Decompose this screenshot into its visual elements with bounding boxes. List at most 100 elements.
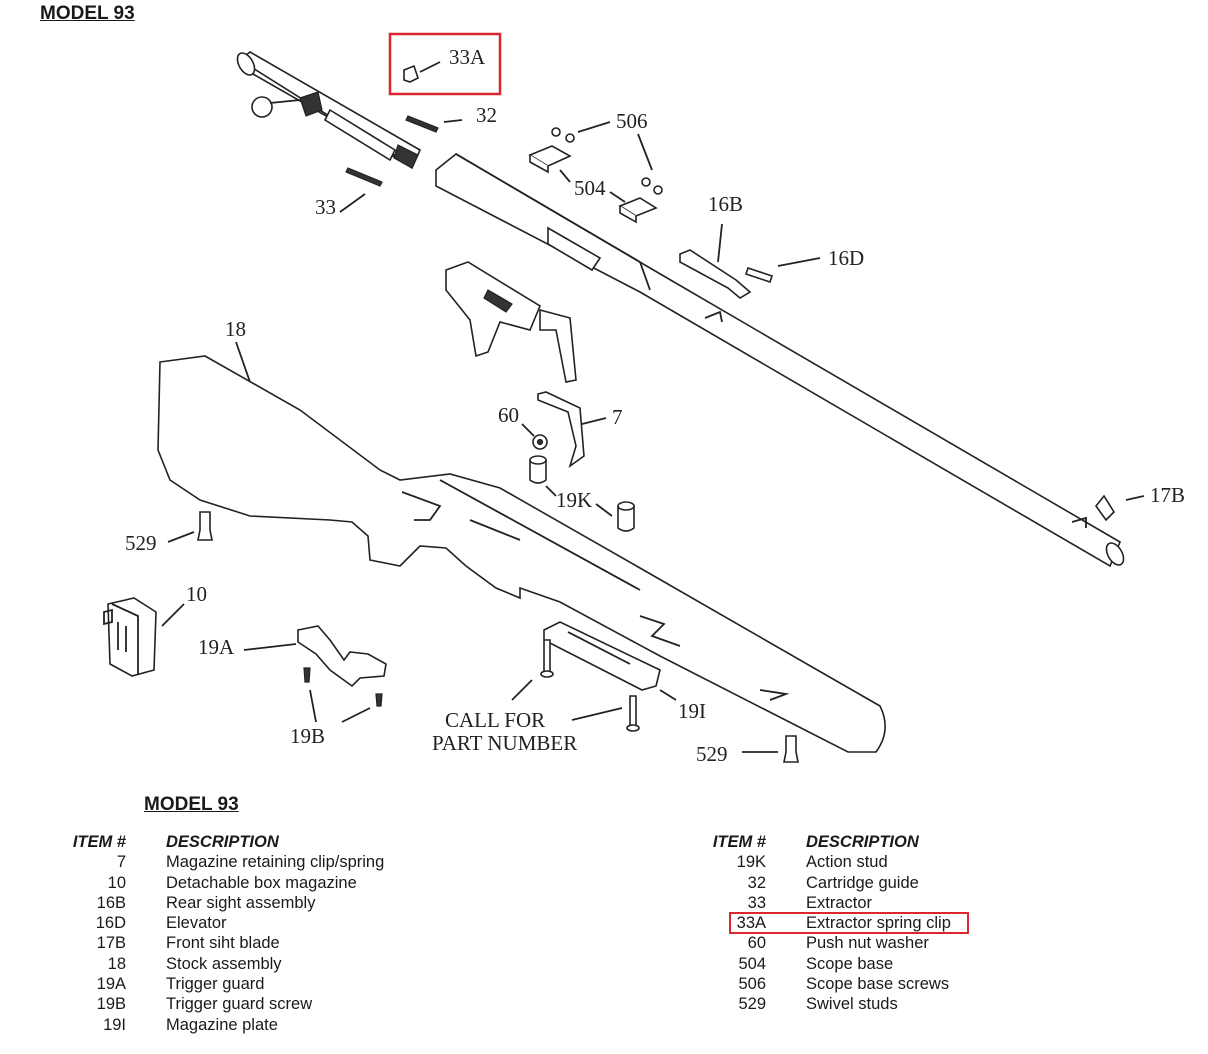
trigger-guard-part [297, 625, 387, 688]
action-studs [529, 455, 635, 532]
item-number: 19K [736, 853, 766, 872]
item-number: 529 [738, 995, 766, 1014]
description-header: DESCRIPTION [166, 833, 279, 851]
item-number: 19B [96, 995, 126, 1014]
item-description: Rear sight assembly [166, 893, 316, 912]
description-header: DESCRIPTION [806, 833, 919, 851]
callout-18: 18 [225, 317, 246, 341]
magazine-plate-screws [540, 639, 640, 732]
item-number-header: ITEM # [72, 833, 126, 851]
callout-529-right: 529 [696, 742, 728, 766]
parts-row: 504 Scope base [0, 954, 1208, 974]
call-for-line2: PART NUMBER [432, 731, 577, 755]
parts-row: 19B Trigger guard screw [0, 994, 560, 1014]
item-description: Scope base screws [806, 975, 950, 994]
callout-19A: 19A [198, 635, 235, 659]
elevator-part [744, 266, 774, 284]
callout-19B: 19B [290, 724, 325, 748]
trigger-group [445, 261, 577, 383]
item-description: Front siht blade [166, 934, 280, 953]
detachable-magazine-part [103, 597, 157, 677]
cartridge-guide-part [405, 115, 439, 133]
parts-row: 19A Trigger guard [0, 974, 560, 994]
item-number: 16D [95, 914, 126, 933]
item-description: Magazine retaining clip/spring [166, 853, 385, 872]
parts-row: 529 Swivel studs [0, 994, 1208, 1014]
call-for-line1: CALL FOR [445, 708, 545, 732]
callout-60: 60 [498, 403, 519, 427]
item-number-header: ITEM # [712, 833, 766, 851]
bolt-assembly [236, 51, 422, 170]
callout-7: 7 [612, 405, 623, 429]
item-description: Magazine plate [166, 1015, 278, 1034]
item-number: 60 [747, 934, 766, 953]
callout-504: 504 [574, 176, 606, 200]
row-33A-highlight [729, 912, 969, 934]
parts-list-left: ITEM # DESCRIPTION 7 Magazine retaining c… [0, 832, 560, 1035]
callout-33A: 33A [449, 45, 486, 69]
item-description: Scope base [806, 954, 894, 973]
scope-base-front [528, 145, 572, 167]
parts-row: 16D Elevator [0, 913, 560, 933]
item-number: 7 [116, 853, 126, 872]
swivel-stud-right-part [783, 735, 799, 763]
swivel-stud-left-part [197, 511, 213, 541]
parts-row: 16B Rear sight assembly [0, 893, 560, 913]
item-description: Push nut washer [806, 934, 929, 953]
callout-33: 33 [315, 195, 336, 219]
callout-506: 506 [616, 109, 648, 133]
rear-sight-part [679, 249, 752, 299]
item-description: Detachable box magazine [166, 873, 357, 892]
parts-row: 19K Action stud [0, 852, 1208, 872]
receiver-barrel [435, 153, 1125, 568]
exploded-parts-diagram: 33A 32 33 506 504 17B 16B 16D [103, 32, 1185, 766]
parts-table-title: MODEL 93 [144, 794, 239, 815]
parts-row: 19I Magazine plate [0, 1015, 560, 1035]
parts-row: 33 Extractor [0, 893, 1208, 913]
item-number: 33 [747, 893, 766, 912]
callout-32: 32 [476, 103, 497, 127]
callout-16B: 16B [708, 192, 743, 216]
front-sight-blade-part [1094, 494, 1116, 522]
item-number: 19A [96, 975, 126, 994]
scope-base-rear [618, 197, 658, 217]
callout-19K: 19K [556, 488, 592, 512]
item-number: 17B [96, 934, 126, 953]
item-description: Cartridge guide [806, 873, 919, 892]
item-number: 16B [96, 893, 126, 912]
parts-list-right: ITEM # DESCRIPTION 19K Action stud 32 Cart… [0, 832, 1208, 1015]
item-description: Extractor [806, 893, 873, 912]
item-description: Swivel studs [806, 995, 898, 1014]
magazine-retaining-clip-part [537, 391, 585, 469]
item-description: Trigger guard screw [166, 995, 313, 1014]
scope-base-screws [551, 127, 663, 195]
item-description: Trigger guard [166, 975, 265, 994]
item-description: Elevator [166, 914, 227, 933]
extractor-spring-clip-part [403, 64, 419, 83]
callout-19I: 19I [678, 699, 706, 723]
callout-16D: 16D [828, 246, 864, 270]
parts-row: 60 Push nut washer [0, 933, 1208, 953]
callout-33A-highlight [388, 32, 502, 96]
item-number: 33A [736, 914, 766, 933]
item-description: Stock assembly [166, 954, 282, 973]
item-number: 32 [747, 873, 766, 892]
item-number: 504 [738, 954, 766, 973]
extractor-part [345, 167, 383, 187]
item-number: 18 [107, 954, 126, 973]
callout-17B: 17B [1150, 483, 1185, 507]
parts-row: 7 Magazine retaining clip/spring [0, 852, 560, 872]
item-description: Action stud [806, 853, 888, 872]
parts-row: 32 Cartridge guide [0, 873, 1208, 893]
parts-row: 17B Front siht blade [0, 933, 560, 953]
item-number: 19I [103, 1015, 126, 1034]
parts-list-header: ITEM # DESCRIPTION [0, 832, 560, 852]
parts-row: 18 Stock assembly [0, 954, 560, 974]
callout-529-left: 529 [125, 531, 157, 555]
trigger-guard-screw-part [303, 667, 311, 683]
page-title: MODEL 93 [40, 3, 135, 24]
stock-assembly [157, 355, 886, 753]
